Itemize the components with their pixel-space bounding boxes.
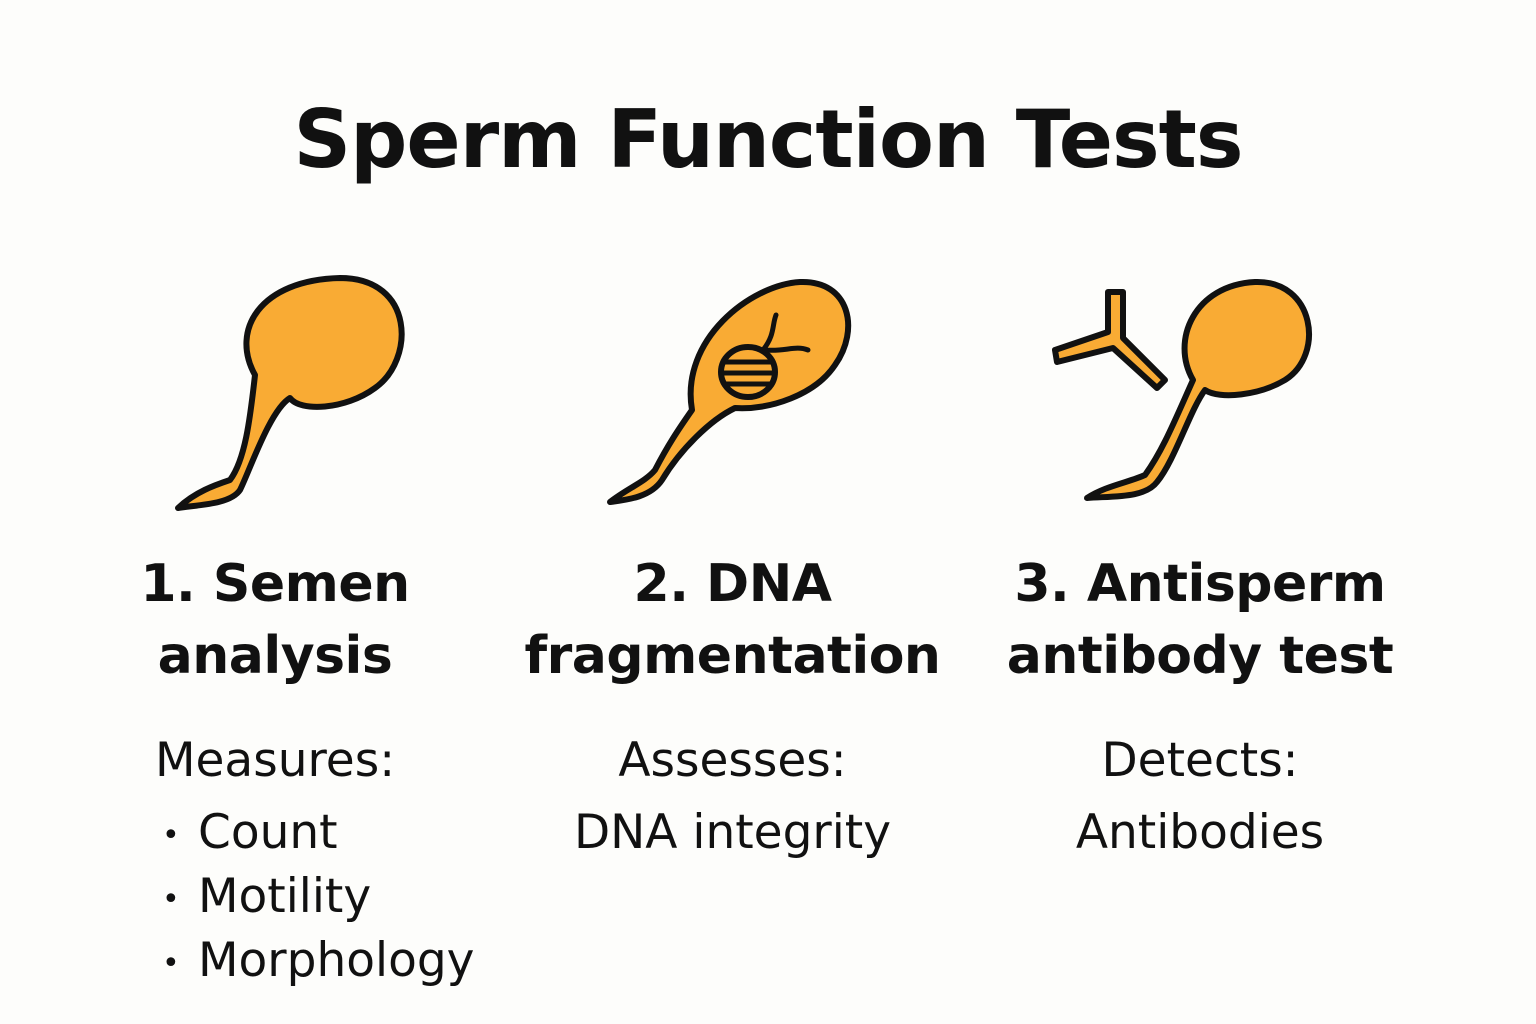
sperm-dna-icon <box>600 270 900 520</box>
test-column-antisperm-antibody: 3. Antisperm antibody test Detects: Anti… <box>985 548 1415 864</box>
list-item: •Count <box>162 805 338 860</box>
list-item: •Morphology <box>162 933 475 988</box>
test-heading: 2. DNA fragmentation <box>524 554 941 686</box>
test-heading: 3. Antisperm antibody test <box>1006 554 1394 686</box>
page-title: Sperm Function Tests <box>293 93 1244 186</box>
antibody-icon <box>1052 289 1168 391</box>
test-label: Measures: <box>154 733 396 788</box>
sperm-icon <box>150 270 450 520</box>
test-value: DNA integrity <box>573 805 892 860</box>
test-heading: 1. Semen analysis <box>140 554 410 686</box>
test-label: Detects: <box>1101 733 1299 788</box>
test-column-semen-analysis: 1. Semen analysis Measures: •Count •Moti… <box>100 548 475 994</box>
sperm-antibody-icon <box>1045 270 1345 520</box>
test-label: Assesses: <box>618 733 847 788</box>
test-column-dna-fragmentation: 2. DNA fragmentation Assesses: DNA integ… <box>505 548 960 864</box>
test-value: Antibodies <box>1075 805 1325 860</box>
list-item: •Motility <box>162 869 372 924</box>
measures-list: •Count •Motility •Morphology <box>162 802 475 994</box>
